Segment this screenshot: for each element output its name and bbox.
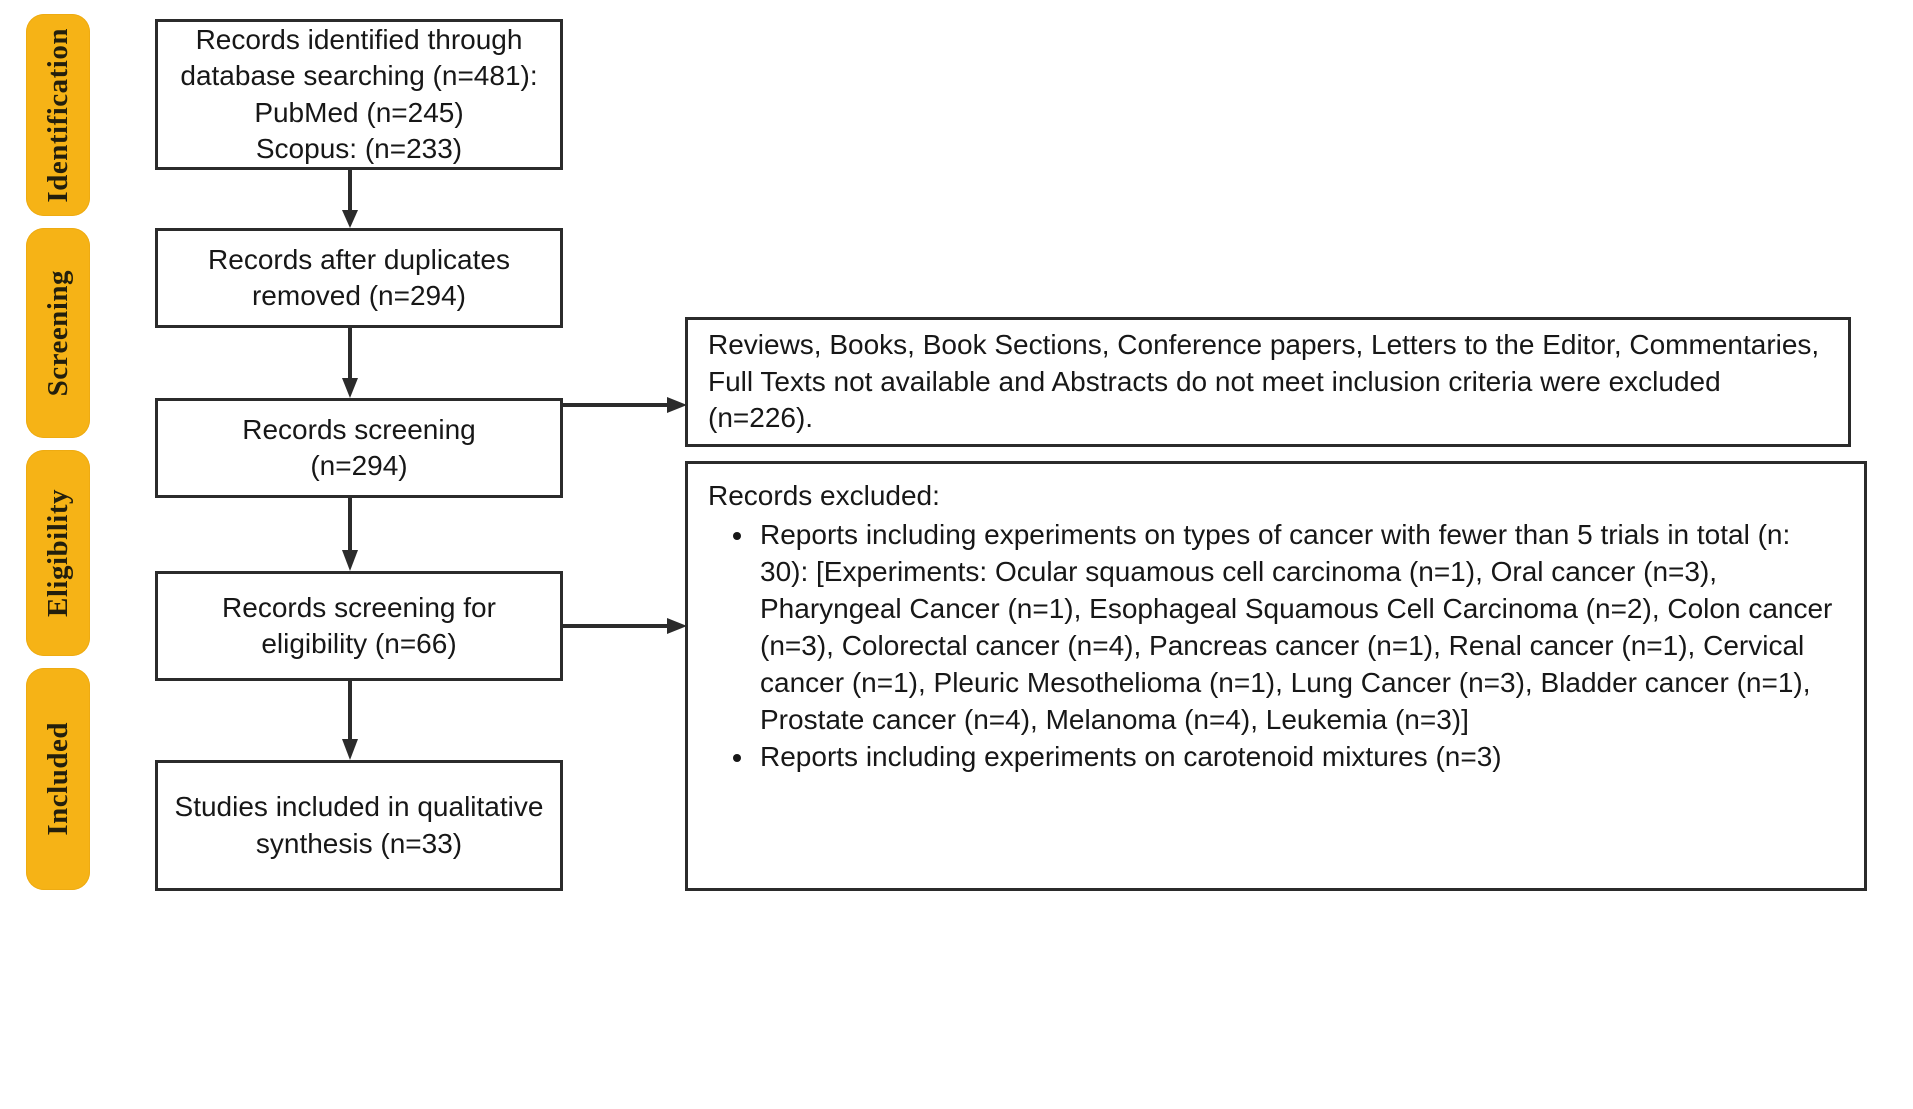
arrow-screening-to-exclusions-note bbox=[563, 390, 689, 420]
stage-label-eligibility: Eligibility bbox=[41, 489, 74, 617]
stage-bar-included: Included bbox=[26, 668, 90, 890]
arrow-duplicates-to-screening bbox=[340, 328, 380, 400]
flow-box-records-identified-text: Records identified through database sear… bbox=[180, 23, 538, 164]
note-box-screening-exclusions-text: Reviews, Books, Book Sections, Conferenc… bbox=[708, 328, 1820, 434]
flow-box-records-screening: Records screening (n=294) bbox=[155, 398, 563, 498]
stage-bar-identification: Identification bbox=[26, 14, 90, 216]
flow-box-records-screening-eligibility-text: Records screening for eligibility (n=66) bbox=[222, 591, 496, 659]
flow-box-studies-included-text: Studies included in qualitative synthesi… bbox=[174, 791, 544, 859]
flow-box-records-after-duplicates: Records after duplicates removed (n=294) bbox=[155, 228, 563, 328]
flow-box-records-identified: Records identified through database sear… bbox=[155, 19, 563, 170]
arrow-identified-to-duplicates bbox=[340, 170, 380, 230]
flow-box-records-screening-eligibility: Records screening for eligibility (n=66) bbox=[155, 571, 563, 681]
arrow-eligibility-to-included bbox=[340, 681, 380, 762]
note-box-screening-exclusions: Reviews, Books, Book Sections, Conferenc… bbox=[685, 317, 1851, 447]
arrow-eligibility-to-records-excluded-note bbox=[563, 611, 689, 641]
stage-bar-screening: Screening bbox=[26, 228, 90, 438]
list-item: Reports including experiments on types o… bbox=[756, 517, 1846, 739]
note-box-records-excluded: Records excluded: Reports including expe… bbox=[685, 461, 1867, 891]
stage-label-screening: Screening bbox=[41, 269, 74, 397]
flow-box-records-after-duplicates-text: Records after duplicates removed (n=294) bbox=[208, 243, 510, 311]
flow-box-records-screening-text: Records screening (n=294) bbox=[242, 413, 476, 481]
list-item: Reports including experiments on caroten… bbox=[756, 739, 1846, 776]
records-excluded-list: Reports including experiments on types o… bbox=[708, 517, 1846, 776]
arrow-screening-to-eligibility bbox=[340, 498, 380, 573]
stage-label-identification: Identification bbox=[41, 27, 74, 203]
records-excluded-lead: Records excluded: bbox=[708, 480, 940, 511]
stage-bar-eligibility: Eligibility bbox=[26, 450, 90, 656]
stage-label-included: Included bbox=[41, 722, 74, 836]
flow-box-studies-included: Studies included in qualitative synthesi… bbox=[155, 760, 563, 891]
